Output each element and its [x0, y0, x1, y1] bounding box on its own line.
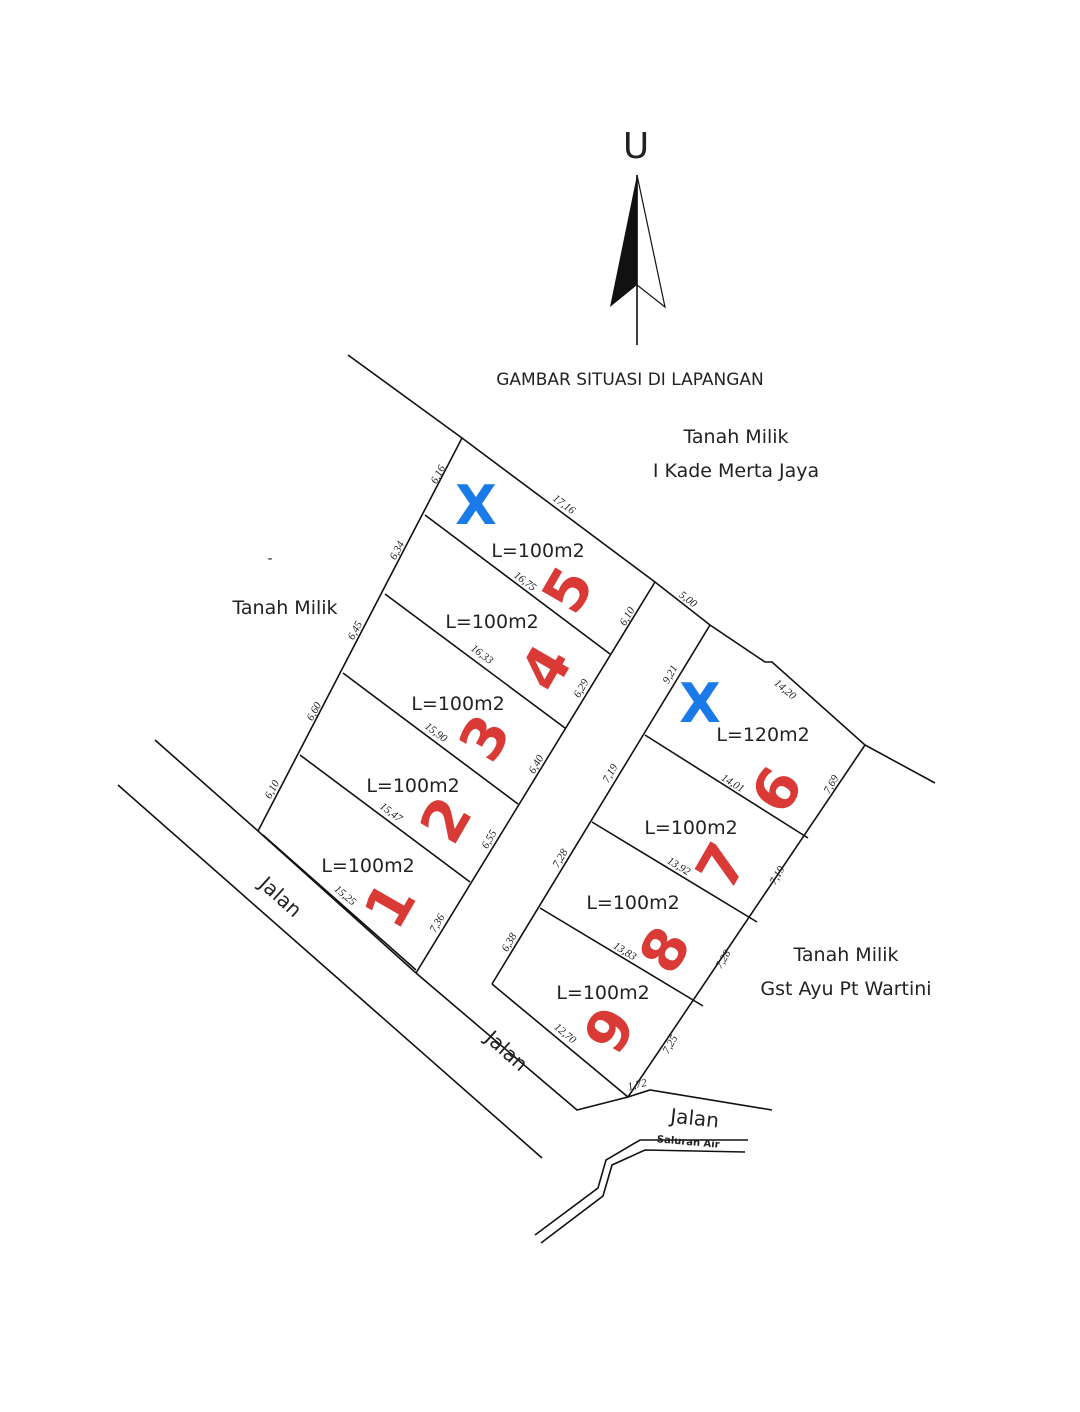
owner-west-dash: - — [267, 551, 272, 567]
boundary-lines — [117, 354, 936, 1244]
lot-6-area: L=120m2 — [716, 724, 809, 746]
north-arrow-icon — [610, 174, 666, 345]
lot-3-area: L=100m2 — [411, 693, 504, 715]
lot-7-number: 7 — [682, 832, 761, 901]
dim-midleft-5: 7,36 — [427, 912, 447, 935]
page-title: GAMBAR SITUASI DI LAPANGAN — [496, 370, 763, 390]
dim-midright-2: 7,19 — [600, 762, 620, 785]
north-label: U — [623, 126, 649, 167]
dim-midleft-4: 6,55 — [479, 828, 499, 851]
dim-left-4: 6,60 — [305, 700, 325, 723]
road-label-3: Jalan — [667, 1103, 720, 1132]
dim-right-2: 7,19 — [767, 864, 787, 887]
lot-1-number: 1 — [350, 871, 429, 940]
lot-3-length: 15,90 — [422, 720, 449, 745]
lot-4-area: L=100m2 — [445, 611, 538, 633]
dim-left-1: 6,16 — [429, 463, 449, 486]
owner-east-line1: Tanah Milik — [792, 944, 898, 966]
owner-west: Tanah Milik — [231, 597, 337, 619]
lot-9-area: L=100m2 — [556, 982, 649, 1004]
lot-8-number: 8 — [625, 916, 704, 985]
excluded-mark-right: X — [679, 672, 721, 735]
lot-5-number: 5 — [528, 556, 607, 625]
dim-right-4: 7,25 — [660, 1033, 680, 1056]
lot-8-area: L=100m2 — [586, 892, 679, 914]
lot-2-area: L=100m2 — [366, 775, 459, 797]
dim-bottom: 1,72 — [626, 1077, 648, 1093]
lot-6-number: 6 — [737, 756, 816, 825]
canal-label: Saluran Air — [656, 1134, 720, 1150]
lot-5-area: L=100m2 — [491, 540, 584, 562]
owner-north-line2: I Kade Merta Jaya — [653, 460, 819, 482]
lot-7-area: L=100m2 — [644, 817, 737, 839]
owner-east-line2: Gst Ayu Pt Wartini — [760, 978, 931, 1000]
lot-4-length: 16,33 — [468, 642, 495, 667]
lot-1-area: L=100m2 — [321, 855, 414, 877]
road-label-1: Jalan — [253, 870, 307, 922]
lot-2-length: 15,47 — [377, 800, 404, 825]
dim-right-3: 7,28 — [713, 948, 733, 971]
lot-9-number: 9 — [570, 996, 649, 1065]
dim-top-right: 14,20 — [772, 677, 799, 702]
dim-midright-1: 9,21 — [660, 663, 680, 686]
owner-north-line1: Tanah Milik — [682, 426, 788, 448]
excluded-mark-left: X — [455, 474, 497, 537]
road-label-2: Jalan — [479, 1024, 533, 1076]
